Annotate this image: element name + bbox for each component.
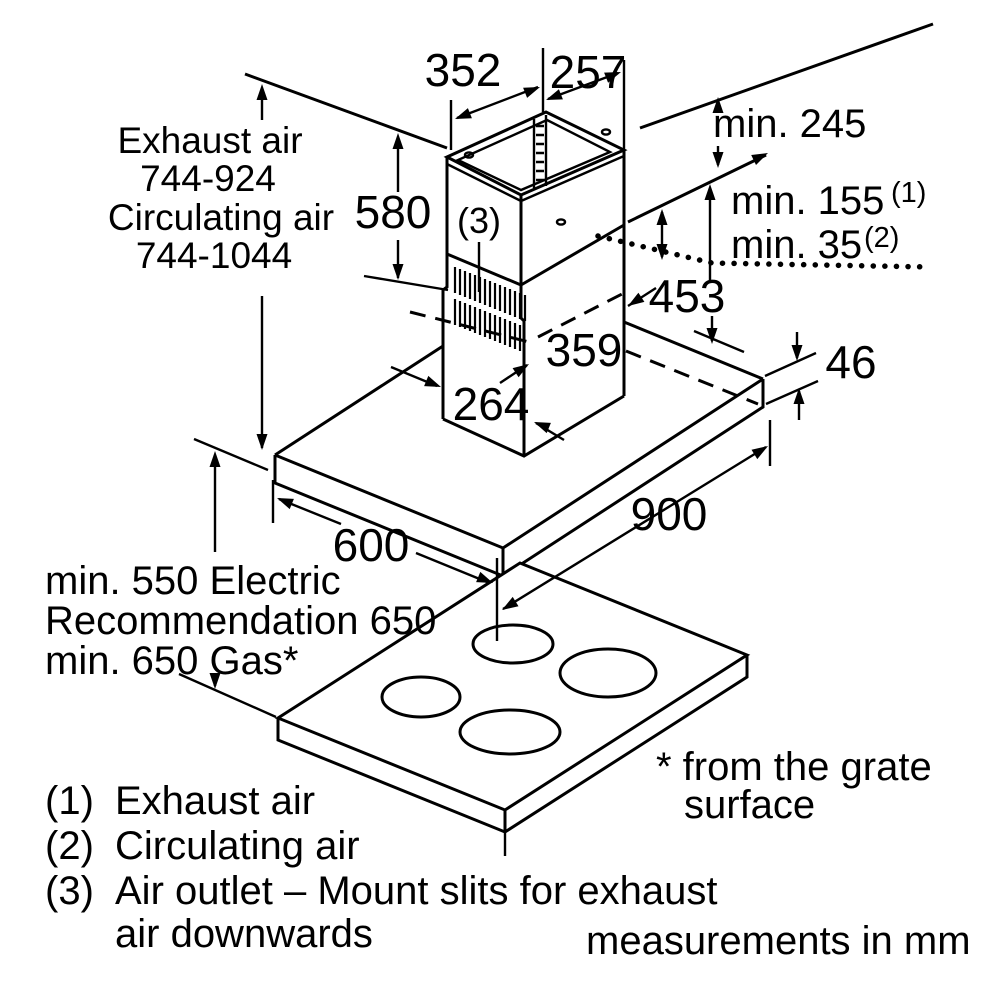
dim-min245-label: min. 245 xyxy=(713,102,866,146)
clearance-note-line2: Recommendation 650 xyxy=(45,599,436,643)
legend: (1) Exhaust air (2) Circulating air (3) … xyxy=(45,779,718,956)
dim-359-label: 359 xyxy=(546,324,623,376)
burner xyxy=(471,623,555,665)
clearance-note: min. 550 Electric Recommendation 650 min… xyxy=(45,559,436,683)
dim-900 xyxy=(495,420,772,641)
burner xyxy=(458,708,562,756)
dim-min245 xyxy=(712,97,724,168)
burner xyxy=(380,675,462,719)
footnote-line1: * from the grate xyxy=(656,745,932,789)
min-height-dotted-line xyxy=(595,233,933,270)
height-note-line1: Exhaust air xyxy=(117,120,302,161)
dim-580 xyxy=(363,133,449,292)
dim-352-label: 352 xyxy=(425,44,502,96)
dim-min35-label: min. 35 xyxy=(731,223,862,267)
dim-359 xyxy=(499,364,529,384)
cooktop xyxy=(274,561,751,856)
legend-2-text: Circulating air xyxy=(115,824,360,868)
dim-min550 xyxy=(178,437,277,719)
screw-hole xyxy=(463,151,475,159)
mounting-rail xyxy=(532,115,548,188)
dim-46 xyxy=(764,332,819,420)
legend-1-text: Exhaust air xyxy=(115,779,315,823)
legend-2-num: (2) xyxy=(45,824,94,868)
dim-453 xyxy=(627,286,745,354)
dim-257-label: 257 xyxy=(550,46,627,98)
burner xyxy=(558,647,658,699)
dim-min35-sup: (2) xyxy=(864,222,899,254)
dim-257 xyxy=(546,60,626,150)
height-note-line3: Circulating air xyxy=(108,197,334,238)
dim-453-label: 453 xyxy=(649,270,726,322)
legend-3-text2: air downwards xyxy=(115,912,373,956)
height-note: Exhaust air 744-924 Circulating air 744-… xyxy=(108,120,334,276)
ceiling-lines xyxy=(244,22,934,224)
dim-min155 xyxy=(704,184,716,280)
dim-min155-sup: (1) xyxy=(891,177,926,209)
grate-footnote: * from the grate surface xyxy=(656,745,932,827)
callout3-label: (3) xyxy=(457,200,501,241)
screw-hole xyxy=(600,128,612,136)
dim-352 xyxy=(449,48,545,150)
height-note-line2: 744-924 xyxy=(140,158,276,199)
dim-264-label: 264 xyxy=(453,378,530,430)
chimney xyxy=(409,110,628,458)
dim-600 xyxy=(271,480,493,584)
dim-600-label: 600 xyxy=(333,519,410,571)
legend-3-text: Air outlet – Mount slits for exhaust xyxy=(115,869,718,913)
screw-hole xyxy=(555,218,567,226)
clearance-note-line3: min. 650 Gas* xyxy=(45,639,298,683)
dim-264 xyxy=(390,365,565,442)
dim-min155-label: min. 155 xyxy=(731,179,884,223)
dim-900-label: 900 xyxy=(631,488,708,540)
dim-overall-height xyxy=(256,84,268,450)
dim-580-label: 580 xyxy=(355,186,432,238)
clearance-note-line1: min. 550 Electric xyxy=(45,559,341,603)
dim-46-label: 46 xyxy=(825,336,876,388)
legend-1-num: (1) xyxy=(45,779,94,823)
footnote-line2: surface xyxy=(684,783,815,827)
height-note-line4: 744-1044 xyxy=(136,235,292,276)
dim-min35 xyxy=(656,209,668,260)
legend-3-num: (3) xyxy=(45,869,94,913)
units-note: measurements in mm xyxy=(586,919,971,963)
